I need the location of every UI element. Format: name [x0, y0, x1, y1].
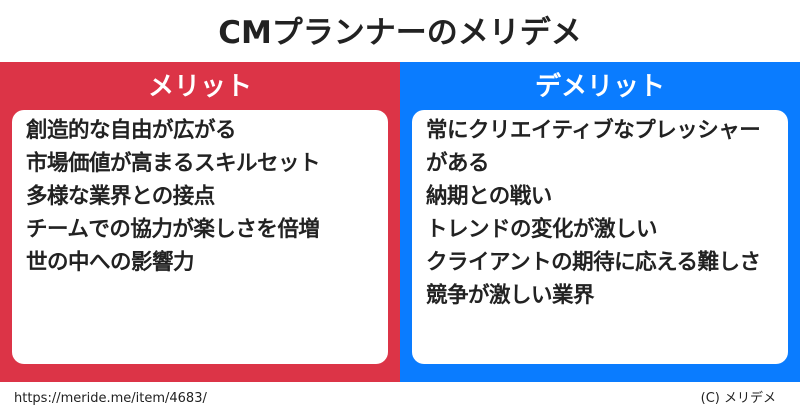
merit-item: 世の中への影響力 — [26, 250, 195, 275]
merit-list: 創造的な自由が広がる 市場価値が高まるスキルセット 多様な業界との接点 チームで… — [26, 114, 378, 279]
merit-item: チームでの協力が楽しさを倍増 — [26, 217, 320, 242]
demerit-item: クライアントの期待に応える難しさ — [426, 250, 761, 275]
demerit-card: 常にクリエイティブなプレッシャーがある 納期との戦い トレンドの変化が激しい ク… — [412, 110, 788, 364]
demerit-item: トレンドの変化が激しい — [426, 217, 658, 242]
merit-item: 多様な業界との接点 — [26, 184, 215, 209]
demerit-item: 競争が激しい業界 — [426, 283, 595, 308]
merit-panel: メリット 創造的な自由が広がる 市場価値が高まるスキルセット 多様な業界との接点… — [0, 62, 400, 382]
demerit-heading: デメリット — [534, 72, 665, 102]
demerit-item: 常にクリエイティブなプレッシャーがある — [426, 118, 761, 176]
merit-item: 市場価値が高まるスキルセット — [26, 151, 321, 176]
demerit-item: 納期との戦い — [426, 184, 552, 209]
page-title: CMプランナーのメリデメ — [218, 15, 582, 51]
demerit-list: 常にクリエイティブなプレッシャーがある 納期との戦い トレンドの変化が激しい ク… — [426, 114, 778, 312]
merit-heading: メリット — [147, 72, 252, 102]
copyright-text: (C) メリデメ — [700, 391, 776, 406]
merit-item: 創造的な自由が広がる — [26, 118, 237, 143]
demerit-panel: デメリット 常にクリエイティブなプレッシャーがある 納期との戦い トレンドの変化… — [400, 62, 800, 382]
source-url-link[interactable]: https://meride.me/item/4683/ — [14, 391, 207, 406]
merit-card: 創造的な自由が広がる 市場価値が高まるスキルセット 多様な業界との接点 チームで… — [12, 110, 388, 364]
